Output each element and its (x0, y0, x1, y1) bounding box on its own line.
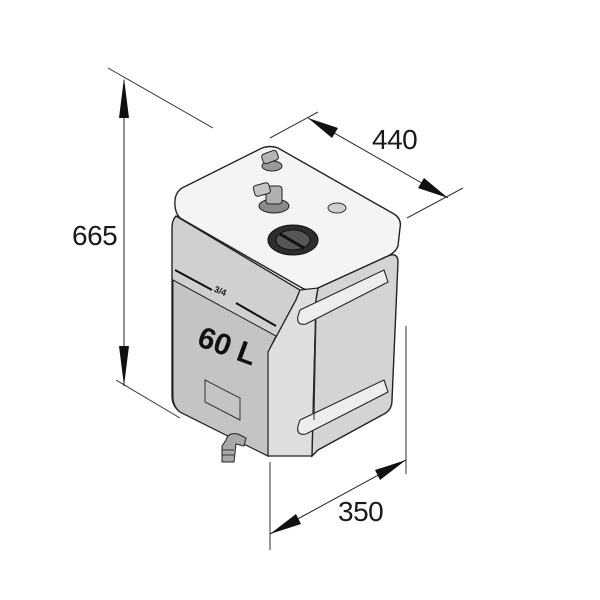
height-label: 665 (72, 220, 118, 251)
hose-fitting (252, 182, 290, 214)
drain-fitting (221, 433, 247, 463)
depth-label: 350 (338, 496, 384, 527)
width-dimension (269, 111, 464, 219)
vent-fitting (261, 149, 283, 172)
filler-cap (267, 224, 319, 256)
tank-body (171, 145, 402, 458)
small-port (327, 202, 347, 214)
depth-dimension (269, 326, 407, 550)
width-label: 440 (372, 124, 418, 155)
height-dimension (107, 67, 214, 419)
